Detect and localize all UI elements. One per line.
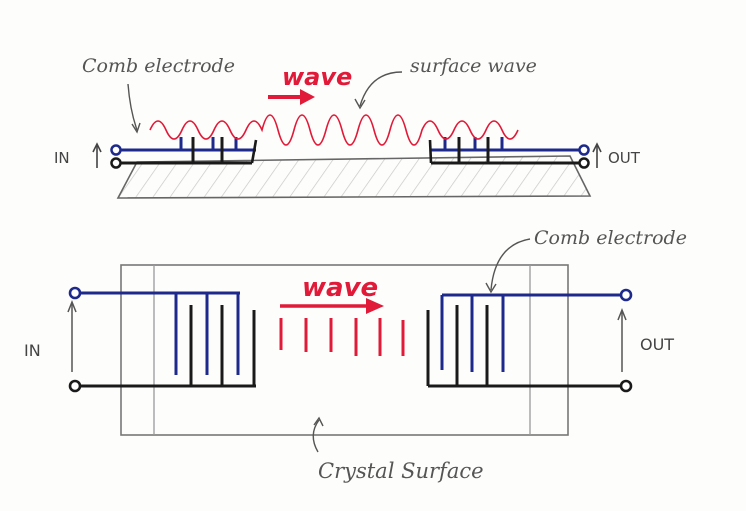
wave-label-top: wave xyxy=(282,63,352,91)
out-label-bottom: OUT xyxy=(640,335,674,354)
comb-electrode-label-top: Comb electrode xyxy=(82,55,235,77)
left-electrode-side xyxy=(92,137,258,169)
crystal-leader xyxy=(312,419,320,453)
substrate-side xyxy=(116,155,592,199)
crystal-surface-outline xyxy=(120,264,569,436)
comb-leader-top xyxy=(127,83,138,131)
in-label-bottom: IN xyxy=(24,341,41,360)
wave-fronts xyxy=(279,318,405,356)
in-label-top: IN xyxy=(54,149,70,167)
comb-electrode-label-bottom: Comb electrode xyxy=(534,227,687,249)
wave-arrow-top xyxy=(268,89,315,105)
wave-label-bottom: wave xyxy=(302,273,378,303)
surface-wave-label: surface wave xyxy=(410,55,537,77)
top-view: Comb electrode wave IN OUT Crystal Surfa… xyxy=(24,227,687,483)
comb-leader-bottom xyxy=(490,238,531,291)
crystal-surface-label: Crystal Surface xyxy=(318,459,484,483)
out-label-top: OUT xyxy=(608,149,641,167)
wave-arrow-bottom xyxy=(280,298,384,314)
side-view: Comb electrode wave surface wave IN OUT xyxy=(54,55,641,199)
right-electrode-top xyxy=(426,288,633,393)
surface-leader xyxy=(359,71,403,107)
left-electrode-top xyxy=(67,286,256,393)
surface-wave-line xyxy=(149,114,519,146)
right-electrode-side xyxy=(428,137,602,169)
